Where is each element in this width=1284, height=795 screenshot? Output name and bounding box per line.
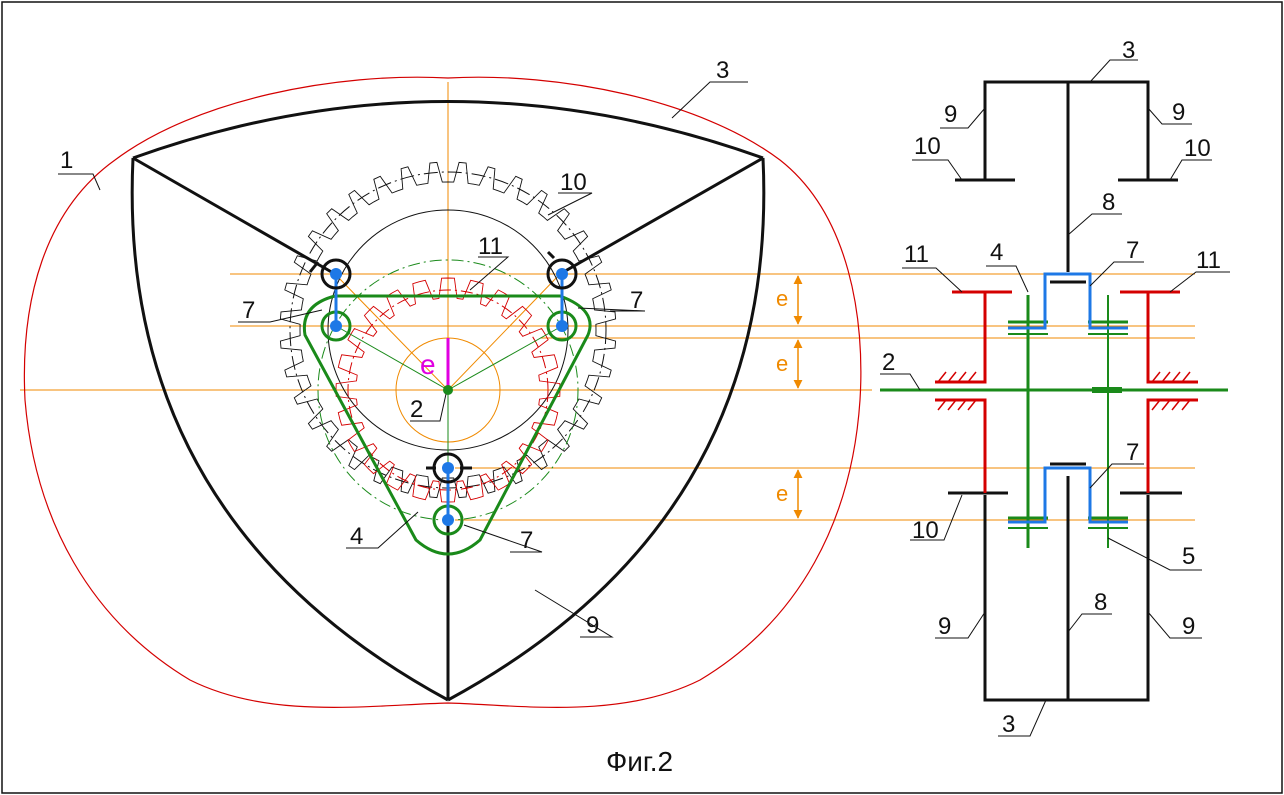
rotor-rib-left [132,156,336,276]
rotor-flank-left [130,157,449,702]
e-label-1: e [776,286,788,311]
label-gear-top-right: 10 [1184,135,1211,162]
label-rotor-top: 3 [1122,37,1135,64]
label-housing: 1 [60,147,73,174]
crank-links-7 [308,250,578,526]
label-gear-mid-left: 11 [904,241,929,268]
label-rotor-bottom: 3 [1002,711,1015,738]
rotor-flank-top [132,100,764,160]
label-wall-top-right: 9 [1172,99,1185,126]
label-shaft: 2 [410,396,423,423]
figure-caption: Фиг.2 [606,746,673,777]
label-wall-bottom-right: 9 [1182,613,1195,640]
label-rotor-body: 9 [586,612,599,639]
label-carrier: 4 [350,523,363,550]
rotor-rib-right [559,156,764,276]
section-view: 3 9 9 10 10 8 11 4 7 11 2 7 10 5 9 8 9 3 [880,37,1230,738]
label-gear-mid-right: 11 [1196,247,1221,274]
front-labels: 1 3 10 11 7 7 2 4 7 9 [60,57,729,639]
label-gear-10: 10 [560,169,587,196]
label-gear-11: 11 [478,233,503,260]
label-wall-top-left: 9 [944,101,957,128]
e-label-2: e [776,351,788,376]
e-label-3: e [776,481,788,506]
label-section-shaft: 2 [882,349,895,376]
rotor-flank-right [447,157,766,702]
front-leaders [58,81,748,638]
eccentricity-label: e [420,349,436,380]
label-crank-bottom-section: 7 [1126,439,1139,466]
label-wall-bottom-left: 9 [938,613,951,640]
housing-contour [23,76,862,708]
label-crank-left: 7 [242,297,255,324]
shaft-centre [443,385,453,395]
label-carrier-top: 4 [990,239,1003,266]
label-rotor: 3 [716,57,729,84]
label-carrier-bottom: 5 [1182,543,1195,570]
label-gear-bottom-left: 10 [912,517,939,544]
label-link-top: 8 [1102,189,1115,216]
label-crank-bottom: 7 [520,527,533,554]
label-gear-top-left: 10 [914,133,941,160]
label-link-bottom: 8 [1094,589,1107,616]
label-crank-top: 7 [1126,237,1139,264]
label-crank-right: 7 [630,287,643,314]
